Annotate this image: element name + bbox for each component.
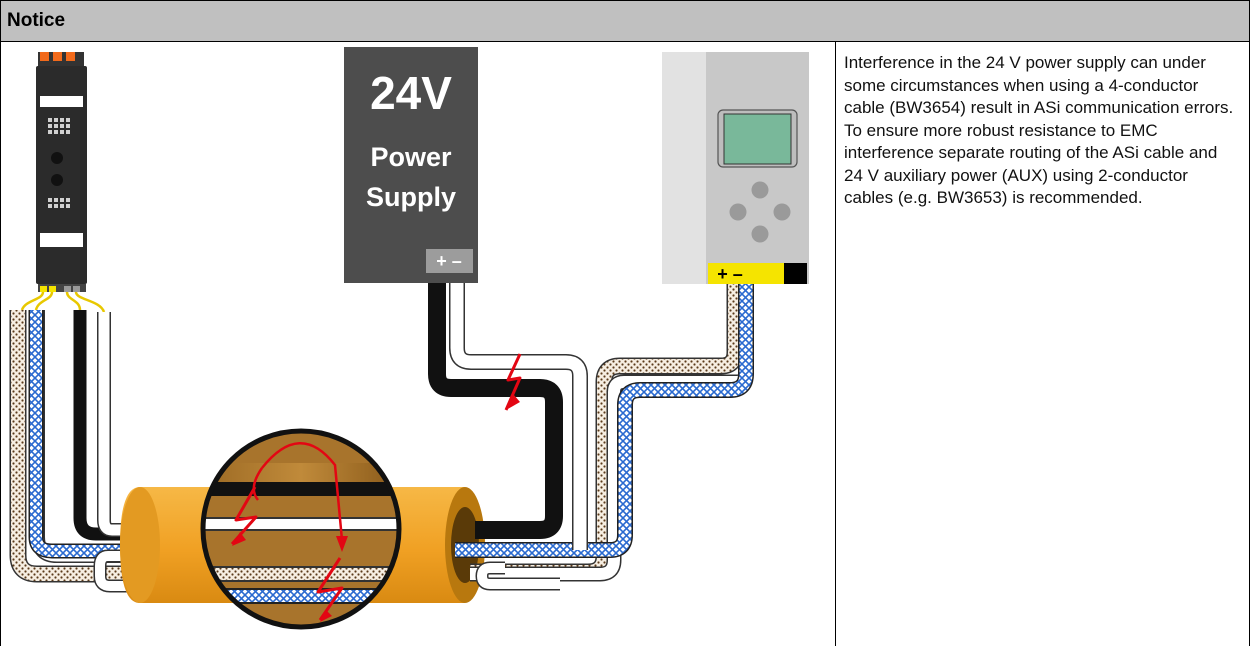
ps-label-line1: Power: [370, 142, 452, 172]
curved-arrow-icon: [252, 442, 348, 552]
column-divider: [835, 42, 836, 646]
notice-title: Notice: [7, 10, 66, 31]
bottom-white-loop-left: [93, 549, 140, 593]
right-cable-blue: [455, 284, 754, 558]
left-border: [0, 42, 1, 646]
left-cable-blue: [28, 310, 190, 559]
magnifier-lens: [200, 428, 402, 630]
lightning-bolt-icon: [504, 353, 522, 411]
left-cable-black: [73, 310, 170, 541]
ps-label-line2: Supply: [366, 182, 456, 212]
lens-bolt-upper: [230, 486, 258, 546]
ps-cable-black: [428, 282, 563, 539]
lens-bolt-lower: [316, 557, 344, 622]
notice-description: Interference in the 24 V power supply ca…: [844, 53, 1234, 207]
asi-controller: + –: [662, 52, 809, 284]
bottom-white-loop-right: [475, 561, 560, 591]
controller-terminals: + –: [717, 264, 743, 284]
asi-module: [36, 52, 87, 292]
terminal-wires: [20, 291, 106, 313]
ps-cable-white: [449, 282, 588, 550]
ps-terminals: + –: [436, 251, 462, 271]
notice-header: Notice: [0, 0, 1250, 42]
left-cable-white-b: [97, 312, 180, 537]
ps-voltage: 24V: [370, 67, 452, 119]
power-supply: 24V Power Supply + –: [344, 47, 478, 283]
wiring-diagram: 24V Power Supply + – + –: [9, 47, 809, 630]
left-cable-brown: [9, 310, 185, 583]
